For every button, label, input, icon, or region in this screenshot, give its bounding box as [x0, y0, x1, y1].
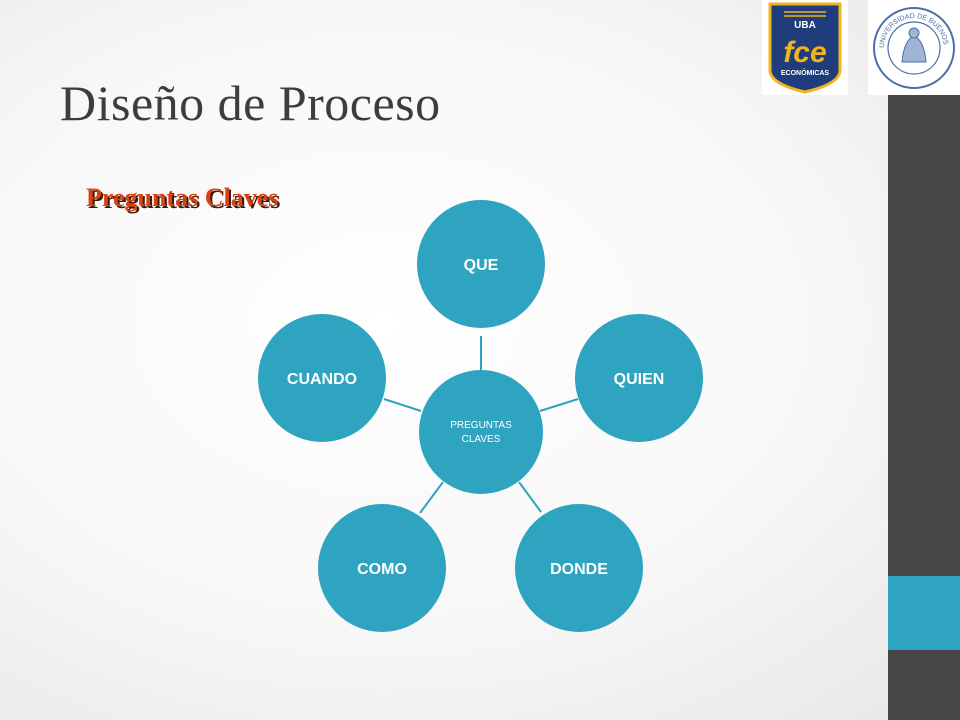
center-label-line2: CLAVES — [462, 434, 501, 445]
connector-donde — [518, 481, 542, 513]
node-donde: DONDE — [515, 504, 643, 632]
node-cuando-label: CUANDO — [287, 371, 357, 388]
connector-como — [419, 481, 444, 514]
connector-quien — [539, 398, 579, 412]
fce-logo-main: fce — [783, 36, 826, 69]
node-que: QUE — [417, 200, 545, 328]
diagram-connectors — [383, 336, 579, 514]
fce-logo-bottom: ECONÓMICAS — [781, 68, 830, 77]
connector-cuando — [383, 398, 422, 412]
node-cuando: CUANDO — [258, 314, 386, 442]
node-como-label: COMO — [357, 561, 407, 578]
node-quien-label: QUIEN — [614, 371, 665, 388]
node-como: COMO — [318, 504, 446, 632]
slide-title: Diseño de Proceso — [60, 75, 441, 131]
node-donde-label: DONDE — [550, 561, 608, 578]
sidebar-accent-block — [888, 576, 960, 650]
center-label-line1: PREGUNTAS — [450, 420, 512, 431]
node-que-label: QUE — [464, 257, 499, 274]
fce-logo: UBA fce ECONÓMICAS — [762, 0, 848, 95]
fce-logo-top: UBA — [794, 20, 816, 31]
slide-subtitle: Preguntas Claves — [86, 183, 279, 212]
center-node: PREGUNTAS CLAVES — [419, 370, 543, 494]
uba-seal-logo: UNIVERSIDAD DE BUENOS AIRES — [865, 0, 960, 95]
node-quien: QUIEN — [575, 314, 703, 442]
